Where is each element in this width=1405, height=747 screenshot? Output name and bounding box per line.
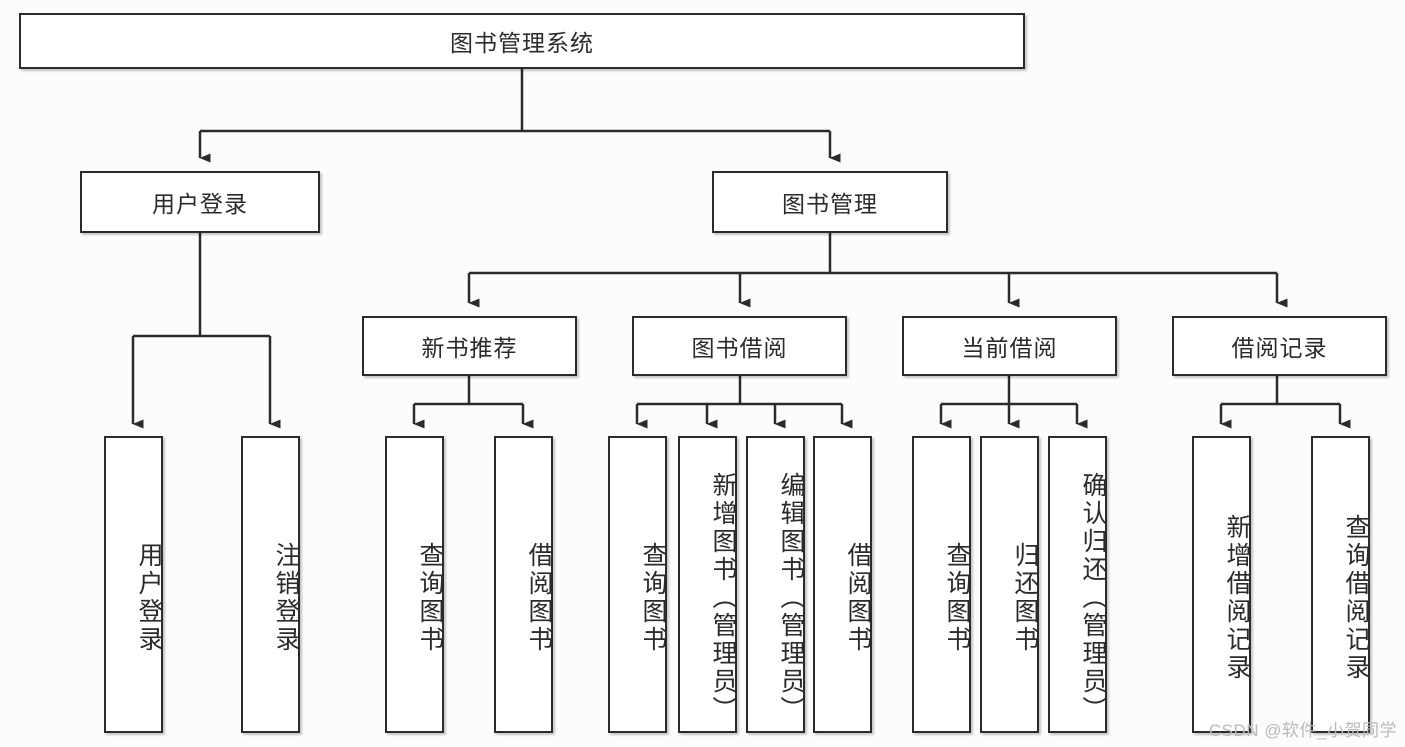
node-leaf-borrow-book[interactable]: 借阅图书: [813, 436, 872, 733]
node-book-management[interactable]: 图书管理: [712, 171, 948, 233]
node-leaf-logout[interactable]: 注销登录: [241, 436, 300, 733]
node-leaf-user-login[interactable]: 用户登录: [104, 436, 163, 733]
node-leaf-add-borrow-record[interactable]: 新增借阅记录: [1192, 436, 1251, 733]
node-label: 新增借阅记录: [1223, 513, 1251, 682]
node-leaf-query-borrow-record[interactable]: 查询借阅记录: [1311, 436, 1370, 733]
node-label: 注销登录: [272, 541, 300, 654]
node-leaf-add-book-admin[interactable]: 新增图书（管理员）: [678, 436, 737, 733]
node-label: 借阅记录: [1231, 335, 1328, 361]
node-label: 图书借阅: [691, 335, 788, 361]
node-leaf-borrow-book-recommend[interactable]: 借阅图书: [494, 436, 553, 733]
node-book-borrow[interactable]: 图书借阅: [632, 316, 847, 376]
node-label: 新增图书（管理员）: [709, 471, 737, 724]
node-current-borrow[interactable]: 当前借阅: [902, 316, 1117, 376]
watermark-text: CSDN @软件_小贺同学: [1208, 721, 1397, 740]
node-leaf-confirm-return-admin[interactable]: 确认归还（管理员）: [1048, 436, 1107, 733]
node-label: 用户登录: [152, 191, 248, 217]
node-label: 当前借阅: [961, 335, 1058, 361]
node-leaf-edit-book-admin[interactable]: 编辑图书（管理员）: [746, 436, 805, 733]
node-label: 查询图书: [943, 541, 971, 654]
node-label: 借阅图书: [525, 541, 553, 654]
node-root-book-management-system[interactable]: 图书管理系统: [19, 13, 1025, 69]
node-label: 查询图书: [639, 541, 667, 654]
node-leaf-query-book-current[interactable]: 查询图书: [912, 436, 971, 733]
node-user-login[interactable]: 用户登录: [80, 171, 320, 233]
node-label: 确认归还（管理员）: [1079, 471, 1107, 724]
node-label: 编辑图书（管理员）: [777, 471, 805, 724]
node-leaf-return-book[interactable]: 归还图书: [980, 436, 1039, 733]
node-label: 图书管理系统: [450, 30, 594, 56]
node-label: 查询图书: [416, 541, 444, 654]
node-new-book-recommend[interactable]: 新书推荐: [362, 316, 577, 376]
node-label: 用户登录: [135, 541, 163, 654]
node-label: 新书推荐: [421, 335, 518, 361]
node-label: 查询借阅记录: [1342, 513, 1370, 682]
node-borrow-record[interactable]: 借阅记录: [1172, 316, 1387, 376]
node-leaf-query-book-borrow[interactable]: 查询图书: [608, 436, 667, 733]
node-leaf-query-book-recommend[interactable]: 查询图书: [385, 436, 444, 733]
node-label: 借阅图书: [844, 541, 872, 654]
node-label: 归还图书: [1011, 541, 1039, 654]
node-label: 图书管理: [782, 191, 878, 217]
